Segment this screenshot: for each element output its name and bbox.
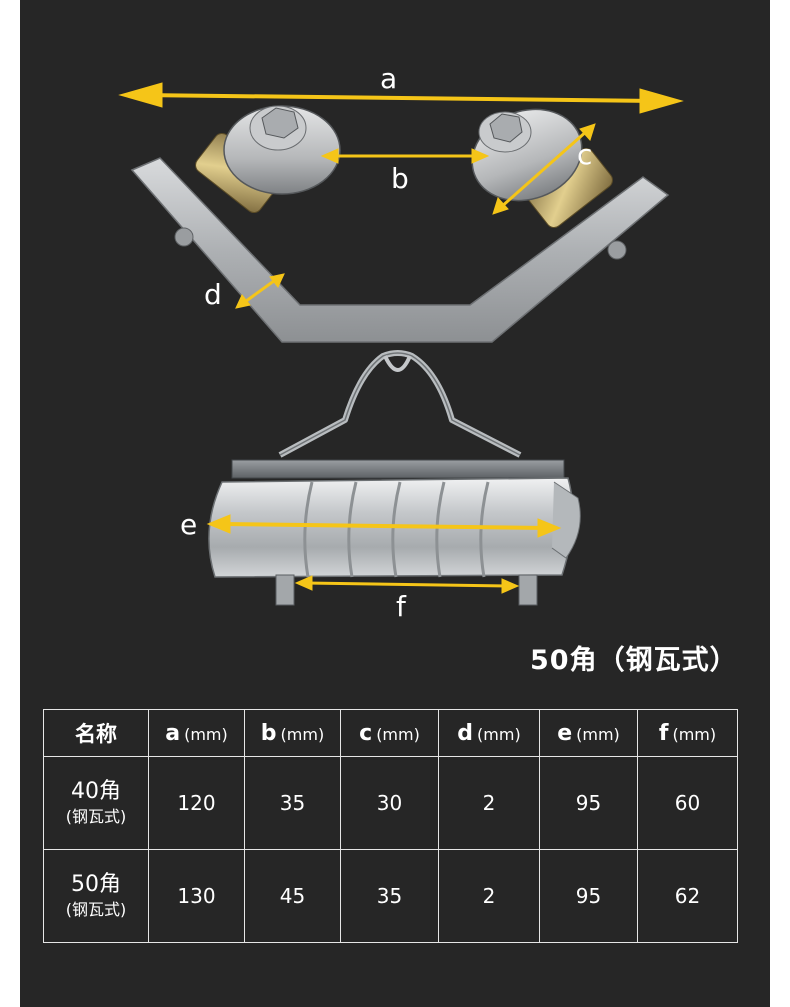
- table-cell: 60: [637, 756, 738, 850]
- header-f: f(mm): [637, 709, 738, 757]
- header-b: b(mm): [244, 709, 341, 757]
- label-f: f: [396, 590, 406, 623]
- hanger-wire-loop: [383, 355, 412, 372]
- clamp-bolt-left: [275, 574, 295, 606]
- header-c: c(mm): [340, 709, 439, 757]
- header-name: 名称: [43, 709, 149, 757]
- table-cell: 45: [244, 849, 341, 943]
- specification-table: 名称 a(mm) b(mm) c(mm) d(mm) e(mm) f(mm) 4…: [43, 709, 738, 943]
- table-header-row: 名称 a(mm) b(mm) c(mm) d(mm) e(mm) f(mm): [43, 709, 738, 757]
- table-cell: 2: [438, 756, 540, 850]
- v-bracket: [130, 157, 670, 343]
- model-caption: 50角（钢瓦式）: [530, 645, 738, 676]
- label-d: d: [204, 278, 222, 311]
- label-b: b: [391, 162, 409, 195]
- dimension-arrow-c: [492, 123, 596, 215]
- bracket-bolt-right: [607, 240, 627, 260]
- clamp-top-plate: [231, 459, 565, 479]
- row-name-cell: 50角(钢瓦式): [43, 849, 149, 943]
- dimension-arrow-e: [206, 514, 562, 538]
- label-c: c: [577, 138, 593, 171]
- table-cell: 130: [148, 849, 245, 943]
- table-cell: 62: [637, 849, 738, 943]
- roller-wheel-left: [223, 105, 341, 195]
- dimension-arrow-d: [235, 273, 285, 309]
- row-name-cell: 40角(钢瓦式): [43, 756, 149, 850]
- table-cell: 95: [539, 756, 638, 850]
- table-cell: 30: [340, 756, 439, 850]
- bracket-bolt-left: [174, 227, 194, 247]
- dimension-arrow-a: [118, 82, 684, 114]
- clamp-bolt-right: [518, 574, 538, 606]
- table-row: 50角(钢瓦式) 130 45 35 2 95 62: [43, 849, 738, 943]
- product-diagram: [118, 82, 684, 606]
- header-e: e(mm): [539, 709, 638, 757]
- label-e: e: [180, 508, 198, 541]
- roller-wheel-right: [471, 108, 583, 202]
- dimension-arrow-b: [320, 148, 490, 164]
- header-d: d(mm): [438, 709, 540, 757]
- table-cell: 120: [148, 756, 245, 850]
- label-a: a: [380, 62, 398, 95]
- header-a: a(mm): [148, 709, 245, 757]
- dimension-arrow-f: [294, 575, 520, 594]
- table-cell: 35: [340, 849, 439, 943]
- table-cell: 2: [438, 849, 540, 943]
- table-cell: 95: [539, 849, 638, 943]
- table-row: 40角(钢瓦式) 120 35 30 2 95 60: [43, 756, 738, 850]
- table-cell: 35: [244, 756, 341, 850]
